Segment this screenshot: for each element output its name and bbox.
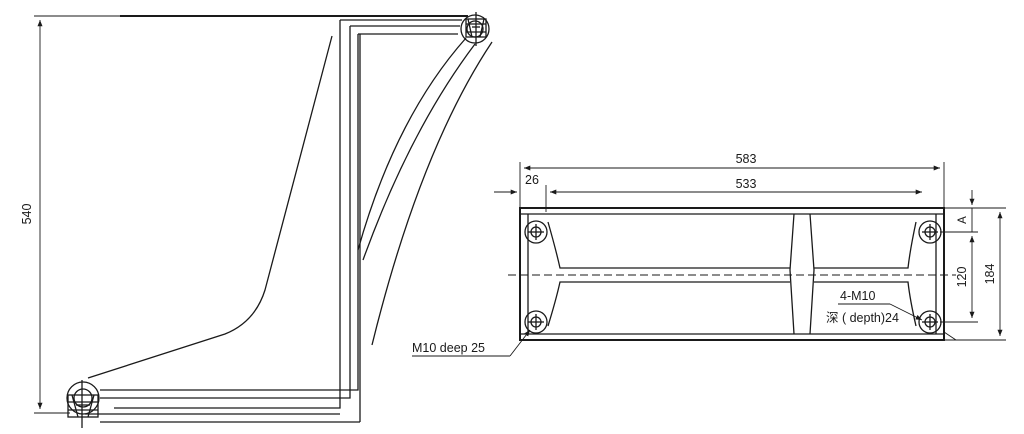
u-channel xyxy=(85,20,361,423)
side-view: 540 xyxy=(20,12,493,428)
thread-callout-label: 4-M10 xyxy=(840,289,875,303)
edge-offset-label: 26 xyxy=(525,173,539,187)
overall-height-dimension: 184 xyxy=(983,212,1003,336)
center-thread-label: M10 deep 25 xyxy=(412,341,485,355)
overall-height-label: 184 xyxy=(983,264,997,285)
top-hinge xyxy=(460,12,490,46)
hole-spacing-label: 533 xyxy=(736,177,757,191)
plate-body xyxy=(508,207,956,341)
mounting-hole-top-left xyxy=(524,220,548,244)
curved-arm xyxy=(357,37,493,346)
offset-a-label: A xyxy=(957,216,969,224)
offset-a-dimension: A xyxy=(957,190,975,232)
bottom-hinge xyxy=(66,380,100,428)
overall-width-label: 583 xyxy=(736,152,757,166)
overall-width-dimension: 583 xyxy=(524,152,940,171)
center-thread-callout: M10 deep 25 xyxy=(412,329,531,357)
hole-spacing-dimension: 533 xyxy=(550,177,922,195)
mounting-hole-bottom-right xyxy=(918,310,942,334)
edge-offset-dimension: 26 xyxy=(494,173,539,195)
height-label: 540 xyxy=(20,204,34,225)
bottom-view: 583 533 26 xyxy=(412,152,1006,357)
top-flange xyxy=(120,15,468,35)
thread-callout: 4-M10 深 ( depth)24 xyxy=(826,289,957,341)
funnel-outline xyxy=(87,35,333,379)
hole-vertical-label: 120 xyxy=(955,267,969,288)
hole-vertical-dimension: 120 xyxy=(955,236,975,318)
mounting-hole-top-right xyxy=(918,220,942,244)
depth-callout-label: 深 ( depth)24 xyxy=(826,311,899,325)
mounting-hole-bottom-left xyxy=(524,310,548,334)
height-dimension: 540 xyxy=(20,15,120,414)
